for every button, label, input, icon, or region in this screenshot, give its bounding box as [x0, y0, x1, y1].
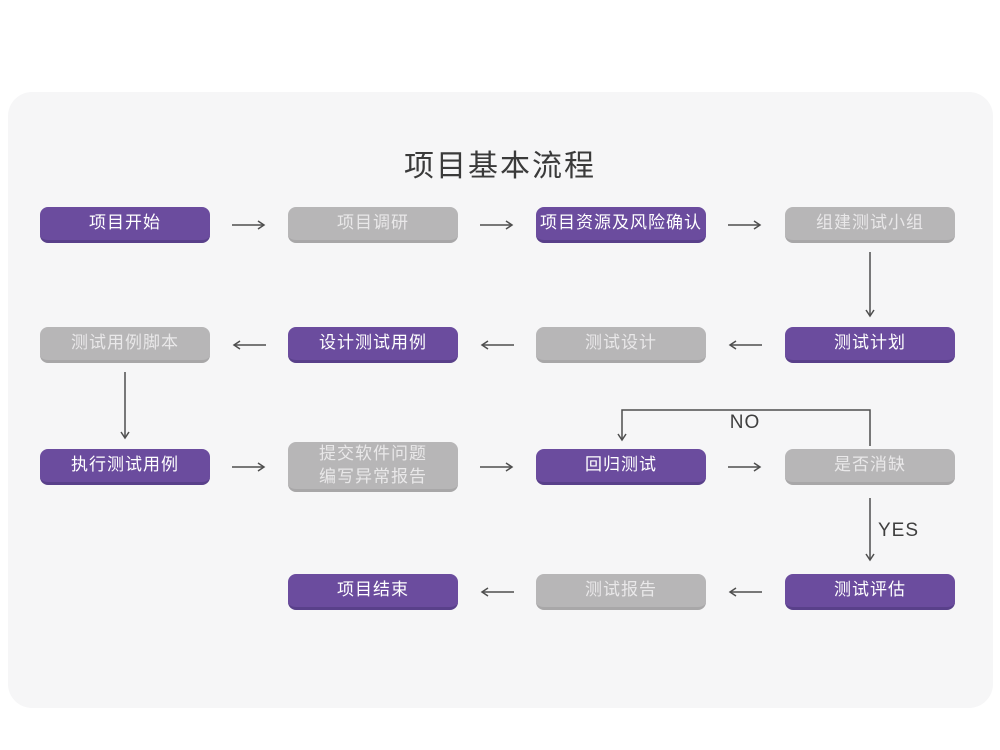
- node-test-design: 测试设计: [536, 327, 706, 363]
- node-defect-resolved: 是否消缺: [785, 449, 955, 485]
- node-project-research: 项目调研: [288, 207, 458, 243]
- node-build-test-team: 组建测试小组: [785, 207, 955, 243]
- node-test-evaluation: 测试评估: [785, 574, 955, 610]
- node-regression-test: 回归测试: [536, 449, 706, 485]
- node-resources-risk-confirm: 项目资源及风险确认: [536, 207, 706, 243]
- edge-label-no: NO: [729, 412, 761, 433]
- node-submit-issue-report: 提交软件问题 编写异常报告: [288, 442, 458, 492]
- diagram-title: 项目基本流程: [404, 150, 596, 183]
- node-design-test-cases: 设计测试用例: [288, 327, 458, 363]
- edge-label-yes: YES: [878, 520, 920, 541]
- node-test-case-script: 测试用例脚本: [40, 327, 210, 363]
- node-execute-test-cases: 执行测试用例: [40, 449, 210, 485]
- node-project-end: 项目结束: [288, 574, 458, 610]
- node-test-plan: 测试计划: [785, 327, 955, 363]
- node-test-report: 测试报告: [536, 574, 706, 610]
- node-project-start: 项目开始: [40, 207, 210, 243]
